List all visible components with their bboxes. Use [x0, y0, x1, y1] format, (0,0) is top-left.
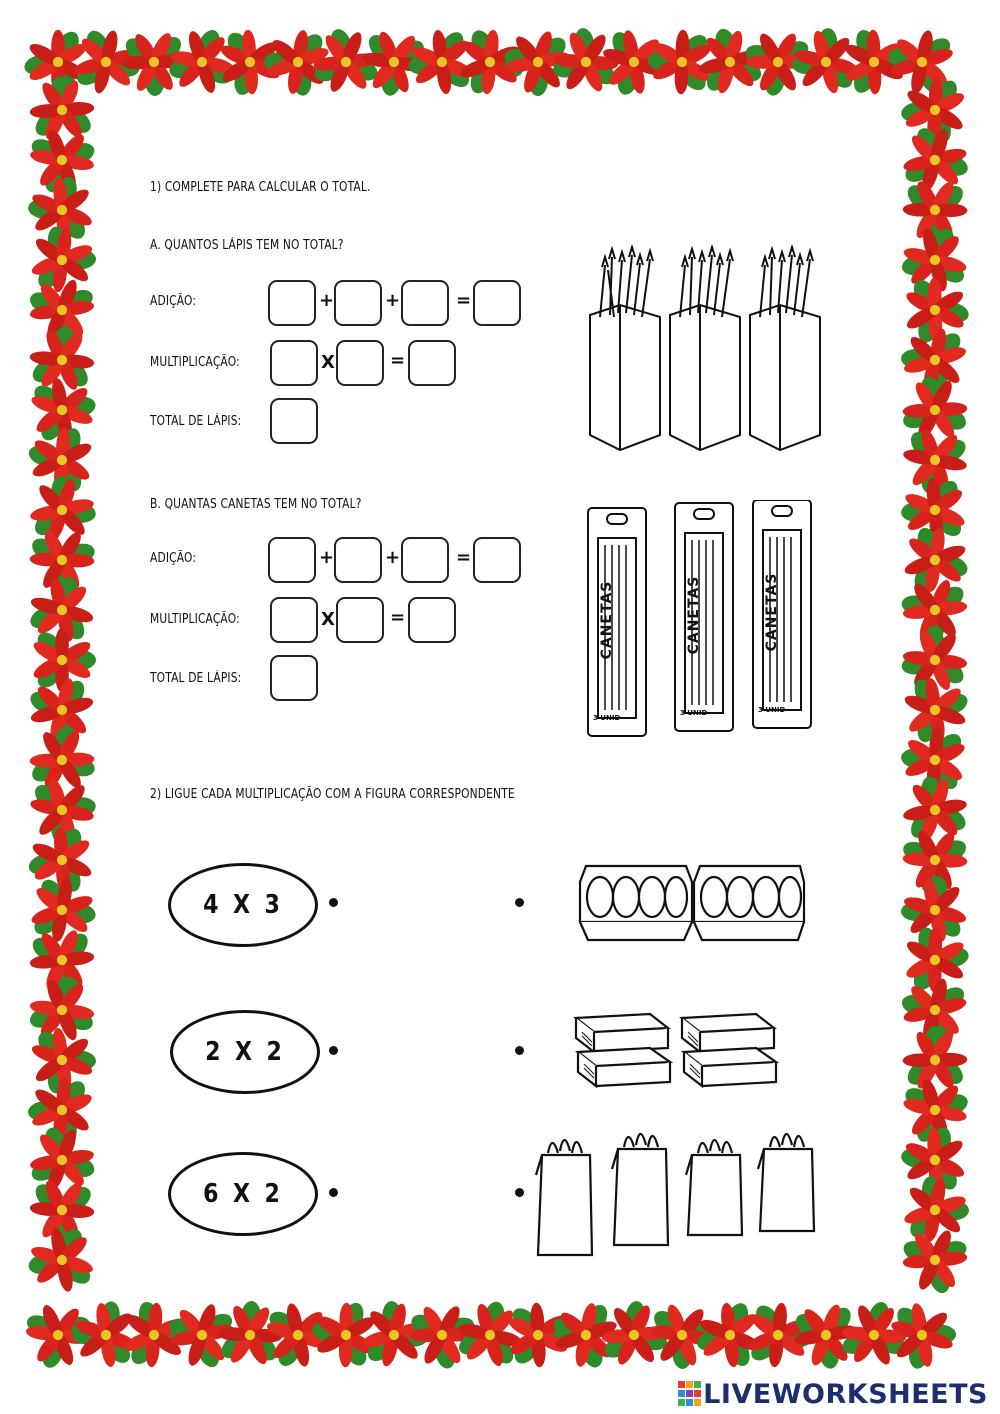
connect-dot-right-3[interactable] [515, 1188, 524, 1197]
egg-cartons-illustration [578, 864, 806, 942]
answer-box-b-add-result[interactable] [473, 537, 521, 583]
answer-box-b-mul-2[interactable] [336, 597, 384, 643]
connect-dot-right-1[interactable] [515, 898, 524, 907]
pen-pack-label: CANETAS [599, 580, 615, 660]
poinsettia-flower [21, 466, 107, 554]
expression-text: 4 X 3 [202, 890, 284, 920]
expression-oval-1[interactable]: 4 X 3 [168, 863, 318, 947]
poinsettia-flower [690, 1296, 766, 1375]
answer-box-b-add-3[interactable] [401, 537, 449, 583]
answer-box-b-mul-result[interactable] [408, 597, 456, 643]
connect-dot-left-1[interactable] [329, 898, 338, 907]
pen-pack-count: 3 UNID [680, 709, 708, 717]
expression-text: 2 X 2 [204, 1037, 286, 1067]
times-sign: X [321, 352, 335, 373]
answer-box-a-mul-result[interactable] [408, 340, 456, 386]
question-a: A. QUANTOS LÁPIS TEM NO TOTAL? [150, 238, 344, 253]
logo-icon [678, 1381, 702, 1406]
equals-sign: = [456, 290, 472, 311]
answer-box-a-add-1[interactable] [268, 280, 316, 326]
answer-box-a-add-2[interactable] [334, 280, 382, 326]
answer-box-a-add-3[interactable] [401, 280, 449, 326]
plus-sign: + [319, 547, 335, 568]
connect-dot-left-2[interactable] [329, 1046, 338, 1055]
expression-oval-2[interactable]: 2 X 2 [170, 1010, 320, 1094]
question-b: B. QUANTAS CANETAS TEM NO TOTAL? [150, 497, 362, 512]
plus-sign: + [319, 290, 335, 311]
equals-sign: = [390, 350, 406, 371]
multiplication-label-b: MULTIPLICAÇÃO: [150, 612, 240, 627]
answer-box-a-mul-1[interactable] [270, 340, 318, 386]
answer-box-a-mul-2[interactable] [336, 340, 384, 386]
equals-sign: = [456, 547, 472, 568]
pen-pack-count: 3 UNID [758, 706, 786, 714]
plus-sign: + [385, 547, 401, 568]
poinsettia-flower [26, 220, 102, 300]
poinsettia-flower [897, 1169, 977, 1251]
pen-pack-label: CANETAS [686, 575, 702, 655]
poinsettia-flower [18, 713, 110, 808]
connect-dot-left-3[interactable] [329, 1188, 338, 1197]
plus-sign: + [385, 290, 401, 311]
pen-pack-count: 3 UNID [593, 714, 621, 722]
bread-bags-illustration [534, 1132, 816, 1257]
poinsettia-flower [897, 1225, 974, 1299]
answer-box-b-mul-1[interactable] [270, 597, 318, 643]
answer-box-b-add-2[interactable] [334, 537, 382, 583]
addition-label-a: ADIÇÃO: [150, 294, 197, 309]
section1-title: 1) COMPLETE PARA CALCULAR O TOTAL. [150, 180, 371, 195]
answer-box-b-total[interactable] [270, 655, 318, 701]
liveworksheets-logo: LIVEWORKSHEETS [677, 1378, 988, 1410]
total-label-a: TOTAL DE LÁPIS: [150, 414, 242, 429]
multiplication-label-a: MULTIPLICAÇÃO: [150, 355, 240, 370]
answer-box-a-total[interactable] [270, 398, 318, 444]
poinsettia-flower [897, 372, 972, 444]
pencil-cups-illustration [589, 245, 821, 452]
equals-sign: = [390, 607, 406, 628]
pen-packs-illustration: CANETAS CANETAS CANETAS 3 UNID 3 UNID 3 … [585, 500, 825, 740]
pen-pack-label: CANETAS [764, 572, 780, 652]
answer-box-b-add-1[interactable] [268, 537, 316, 583]
expression-oval-3[interactable]: 6 X 2 [168, 1152, 318, 1236]
logo-text: LIVEWORKSHEETS [703, 1378, 988, 1410]
expression-text: 6 X 2 [202, 1179, 284, 1209]
times-sign: X [321, 609, 335, 630]
book-stacks-illustration [573, 1012, 780, 1089]
connect-dot-right-2[interactable] [515, 1046, 524, 1055]
answer-box-a-add-result[interactable] [473, 280, 521, 326]
total-label-b: TOTAL DE LÁPIS: [150, 671, 242, 686]
section2-title: 2) LIGUE CADA MULTIPLICAÇÃO COM A FIGURA… [150, 787, 515, 802]
addition-label-b: ADIÇÃO: [150, 551, 197, 566]
